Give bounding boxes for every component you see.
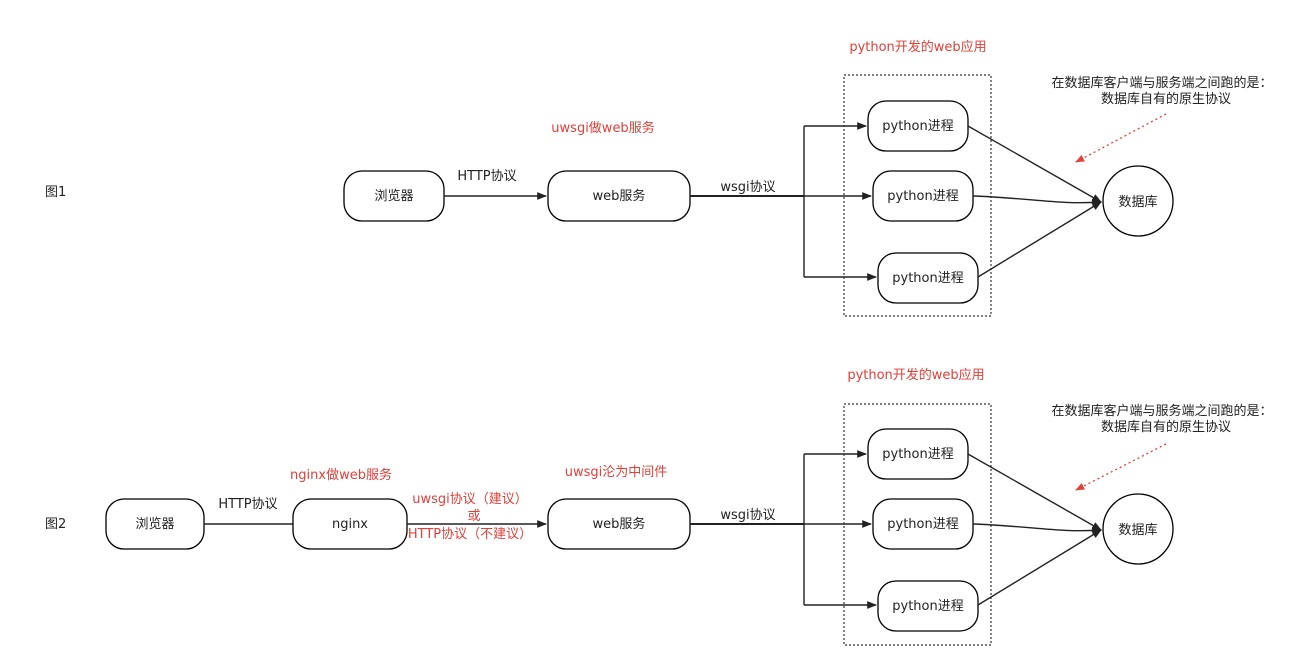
proc-2-to-db-arrow: [972, 195, 1102, 207]
proc-1-to-db-arrow: [967, 125, 1102, 203]
uwsgi-middleware-note: uwsgi沦为中间件: [565, 464, 668, 480]
python-app-title: python开发的web应用: [847, 367, 984, 383]
web-service-label: web服务: [593, 516, 646, 532]
db-protocol-note-line-1: 在数据库客户端与服务端之间跑的是：: [1051, 403, 1272, 419]
database-node: [1102, 165, 1174, 237]
http-protocol-not-recommended-label: HTTP协议（不建议）: [408, 527, 532, 542]
http-protocol-label: HTTP协议: [218, 497, 277, 512]
database-label: 数据库: [1118, 522, 1157, 538]
python-process-node: [877, 252, 979, 304]
db-protocol-note-line-2: 数据库自有的原生协议: [1101, 91, 1231, 107]
wsgi-protocol-label: wsgi协议: [720, 180, 775, 195]
nginx-web-service-note: nginx做web服务: [290, 467, 392, 483]
figure-2: 图2 浏览器 HTTP协议 nginx做web服务 nginx uwsgi协议（…: [45, 367, 1273, 646]
database-label: 数据库: [1118, 194, 1157, 210]
python-app-group: [843, 403, 992, 646]
python-process-label: python进程: [887, 517, 958, 532]
nginx-label: nginx: [332, 517, 368, 532]
python-process-label: python进程: [892, 599, 963, 614]
uwsgi-protocol-recommended-label: uwsgi协议（建议）: [412, 492, 528, 507]
proc-3-to-db-arrow: [977, 529, 1102, 606]
db-protocol-note-line-2: 数据库自有的原生协议: [1101, 419, 1231, 435]
uwsgi-web-service-note: uwsgi做web服务: [551, 120, 654, 136]
figure-1: 图1 浏览器 HTTP协议 uwsgi做web服务 web服务 wsgi协议 p…: [45, 39, 1273, 317]
python-app-group: [843, 74, 992, 317]
browser-label: 浏览器: [374, 188, 413, 204]
db-note-pointer-arrow: [1075, 443, 1167, 491]
or-label: 或: [467, 509, 480, 524]
proc-2-to-db-arrow: [972, 523, 1102, 535]
database-node: [1102, 493, 1174, 565]
python-process-node: [877, 580, 979, 632]
figure-2-label: 图2: [45, 517, 66, 532]
browser-label: 浏览器: [135, 516, 174, 532]
wsgi-protocol-label: wsgi协议: [720, 508, 775, 523]
python-process-label: python进程: [882, 447, 953, 462]
web-service-label: web服务: [593, 188, 646, 204]
python-process-label: python进程: [892, 271, 963, 286]
proc-1-to-db-arrow: [967, 453, 1102, 531]
proc-3-to-db-arrow: [977, 201, 1102, 278]
python-process-label: python进程: [882, 119, 953, 134]
python-app-title: python开发的web应用: [849, 39, 986, 55]
figure-1-label: 图1: [45, 185, 66, 200]
http-protocol-label: HTTP协议: [457, 169, 516, 184]
db-note-pointer-arrow: [1075, 113, 1167, 163]
db-protocol-note-line-1: 在数据库客户端与服务端之间跑的是：: [1051, 75, 1272, 91]
python-process-label: python进程: [887, 189, 958, 204]
